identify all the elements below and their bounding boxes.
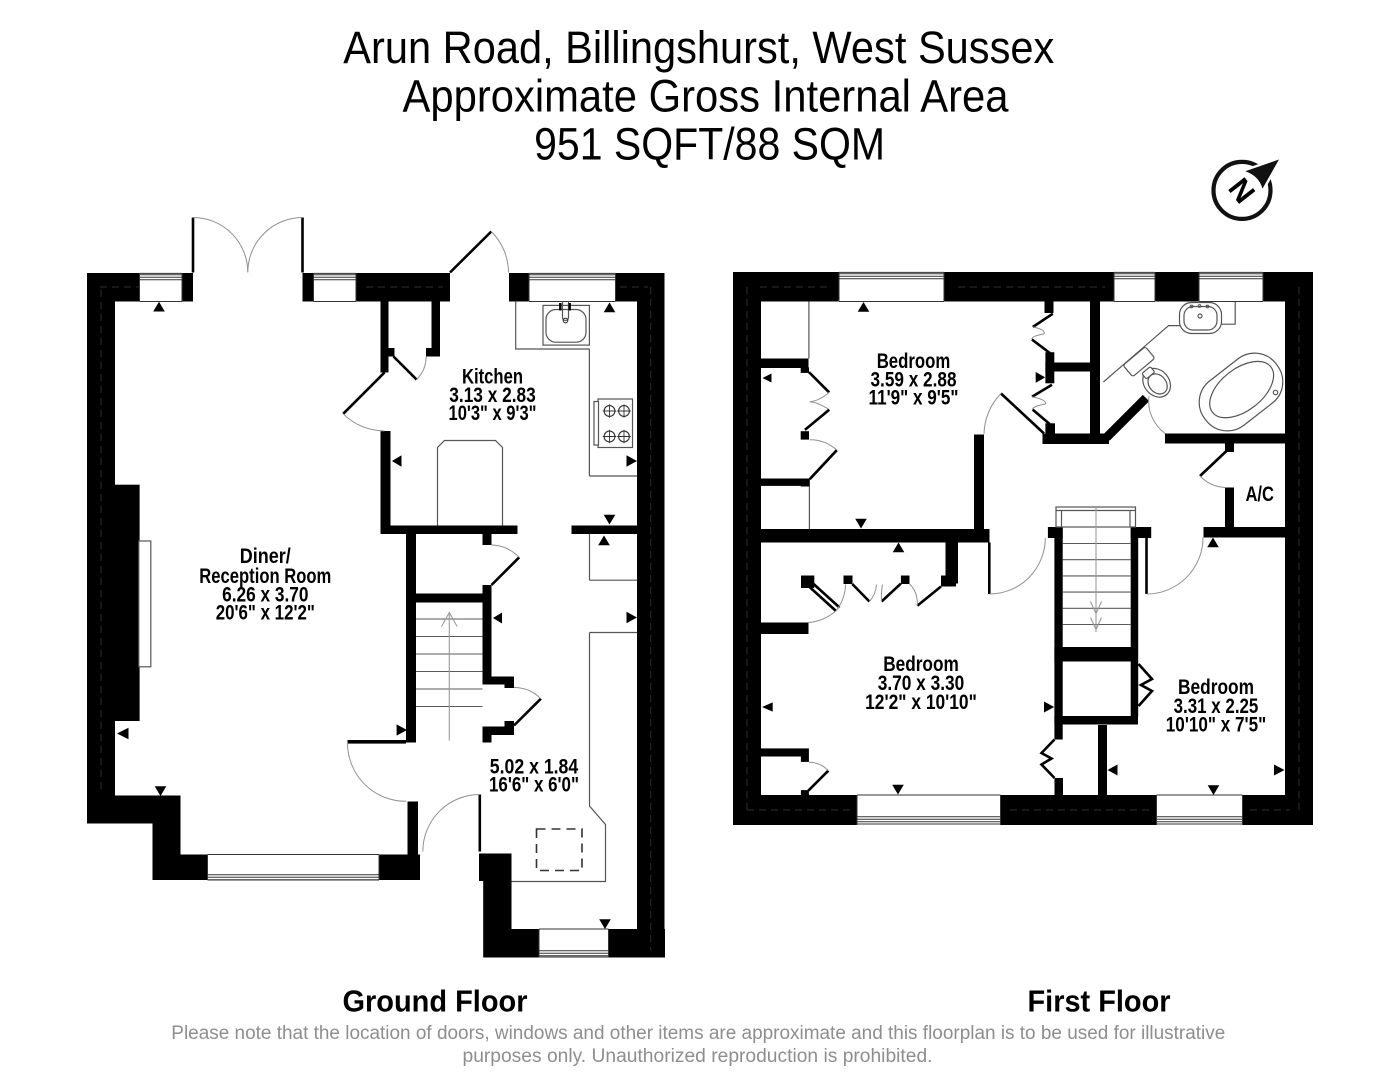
svg-text:Diner/: Diner/ bbox=[240, 545, 291, 568]
svg-text:Ground Floor: Ground Floor bbox=[343, 984, 528, 1019]
svg-text:Arun Road, Billingshurst, West: Arun Road, Billingshurst, West Sussex bbox=[343, 22, 1054, 73]
svg-text:951 SQFT/88 SQM: 951 SQFT/88 SQM bbox=[534, 119, 885, 170]
svg-text:6.26 x 3.70: 6.26 x 3.70 bbox=[222, 584, 308, 607]
svg-text:First Floor: First Floor bbox=[1028, 984, 1171, 1019]
svg-text:10'3" x 9'3": 10'3" x 9'3" bbox=[449, 402, 537, 425]
svg-text:A/C: A/C bbox=[1245, 483, 1274, 506]
svg-text:11'9" x 9'5": 11'9" x 9'5" bbox=[869, 387, 959, 410]
svg-text:Kitchen: Kitchen bbox=[462, 365, 523, 388]
svg-text:10'10" x 7'5": 10'10" x 7'5" bbox=[1166, 713, 1266, 736]
svg-text:16'6" x 6'0": 16'6" x 6'0" bbox=[489, 774, 579, 797]
svg-text:3.31 x 2.25: 3.31 x 2.25 bbox=[1174, 695, 1259, 718]
svg-text:Approximate Gross Internal Are: Approximate Gross Internal Area bbox=[403, 71, 1010, 122]
svg-text:3.13 x 2.83: 3.13 x 2.83 bbox=[449, 384, 535, 407]
svg-text:5.02 x 1.84: 5.02 x 1.84 bbox=[490, 756, 579, 779]
svg-text:Bedroom: Bedroom bbox=[877, 350, 951, 373]
svg-text:Bedroom: Bedroom bbox=[883, 653, 959, 676]
svg-text:3.59 x 2.88: 3.59 x 2.88 bbox=[871, 368, 957, 391]
svg-text:3.70 x 3.30: 3.70 x 3.30 bbox=[878, 672, 965, 695]
svg-text:purposes only. Unauthorized re: purposes only. Unauthorized reproduction… bbox=[463, 1046, 933, 1067]
svg-text:Please note that the location: Please note that the location of doors, … bbox=[171, 1023, 1225, 1044]
svg-text:20'6" x 12'2": 20'6" x 12'2" bbox=[216, 602, 315, 625]
svg-text:Bedroom: Bedroom bbox=[1178, 676, 1254, 699]
svg-text:Reception Room: Reception Room bbox=[199, 565, 331, 588]
svg-text:12'2" x 10'10": 12'2" x 10'10" bbox=[865, 691, 977, 714]
